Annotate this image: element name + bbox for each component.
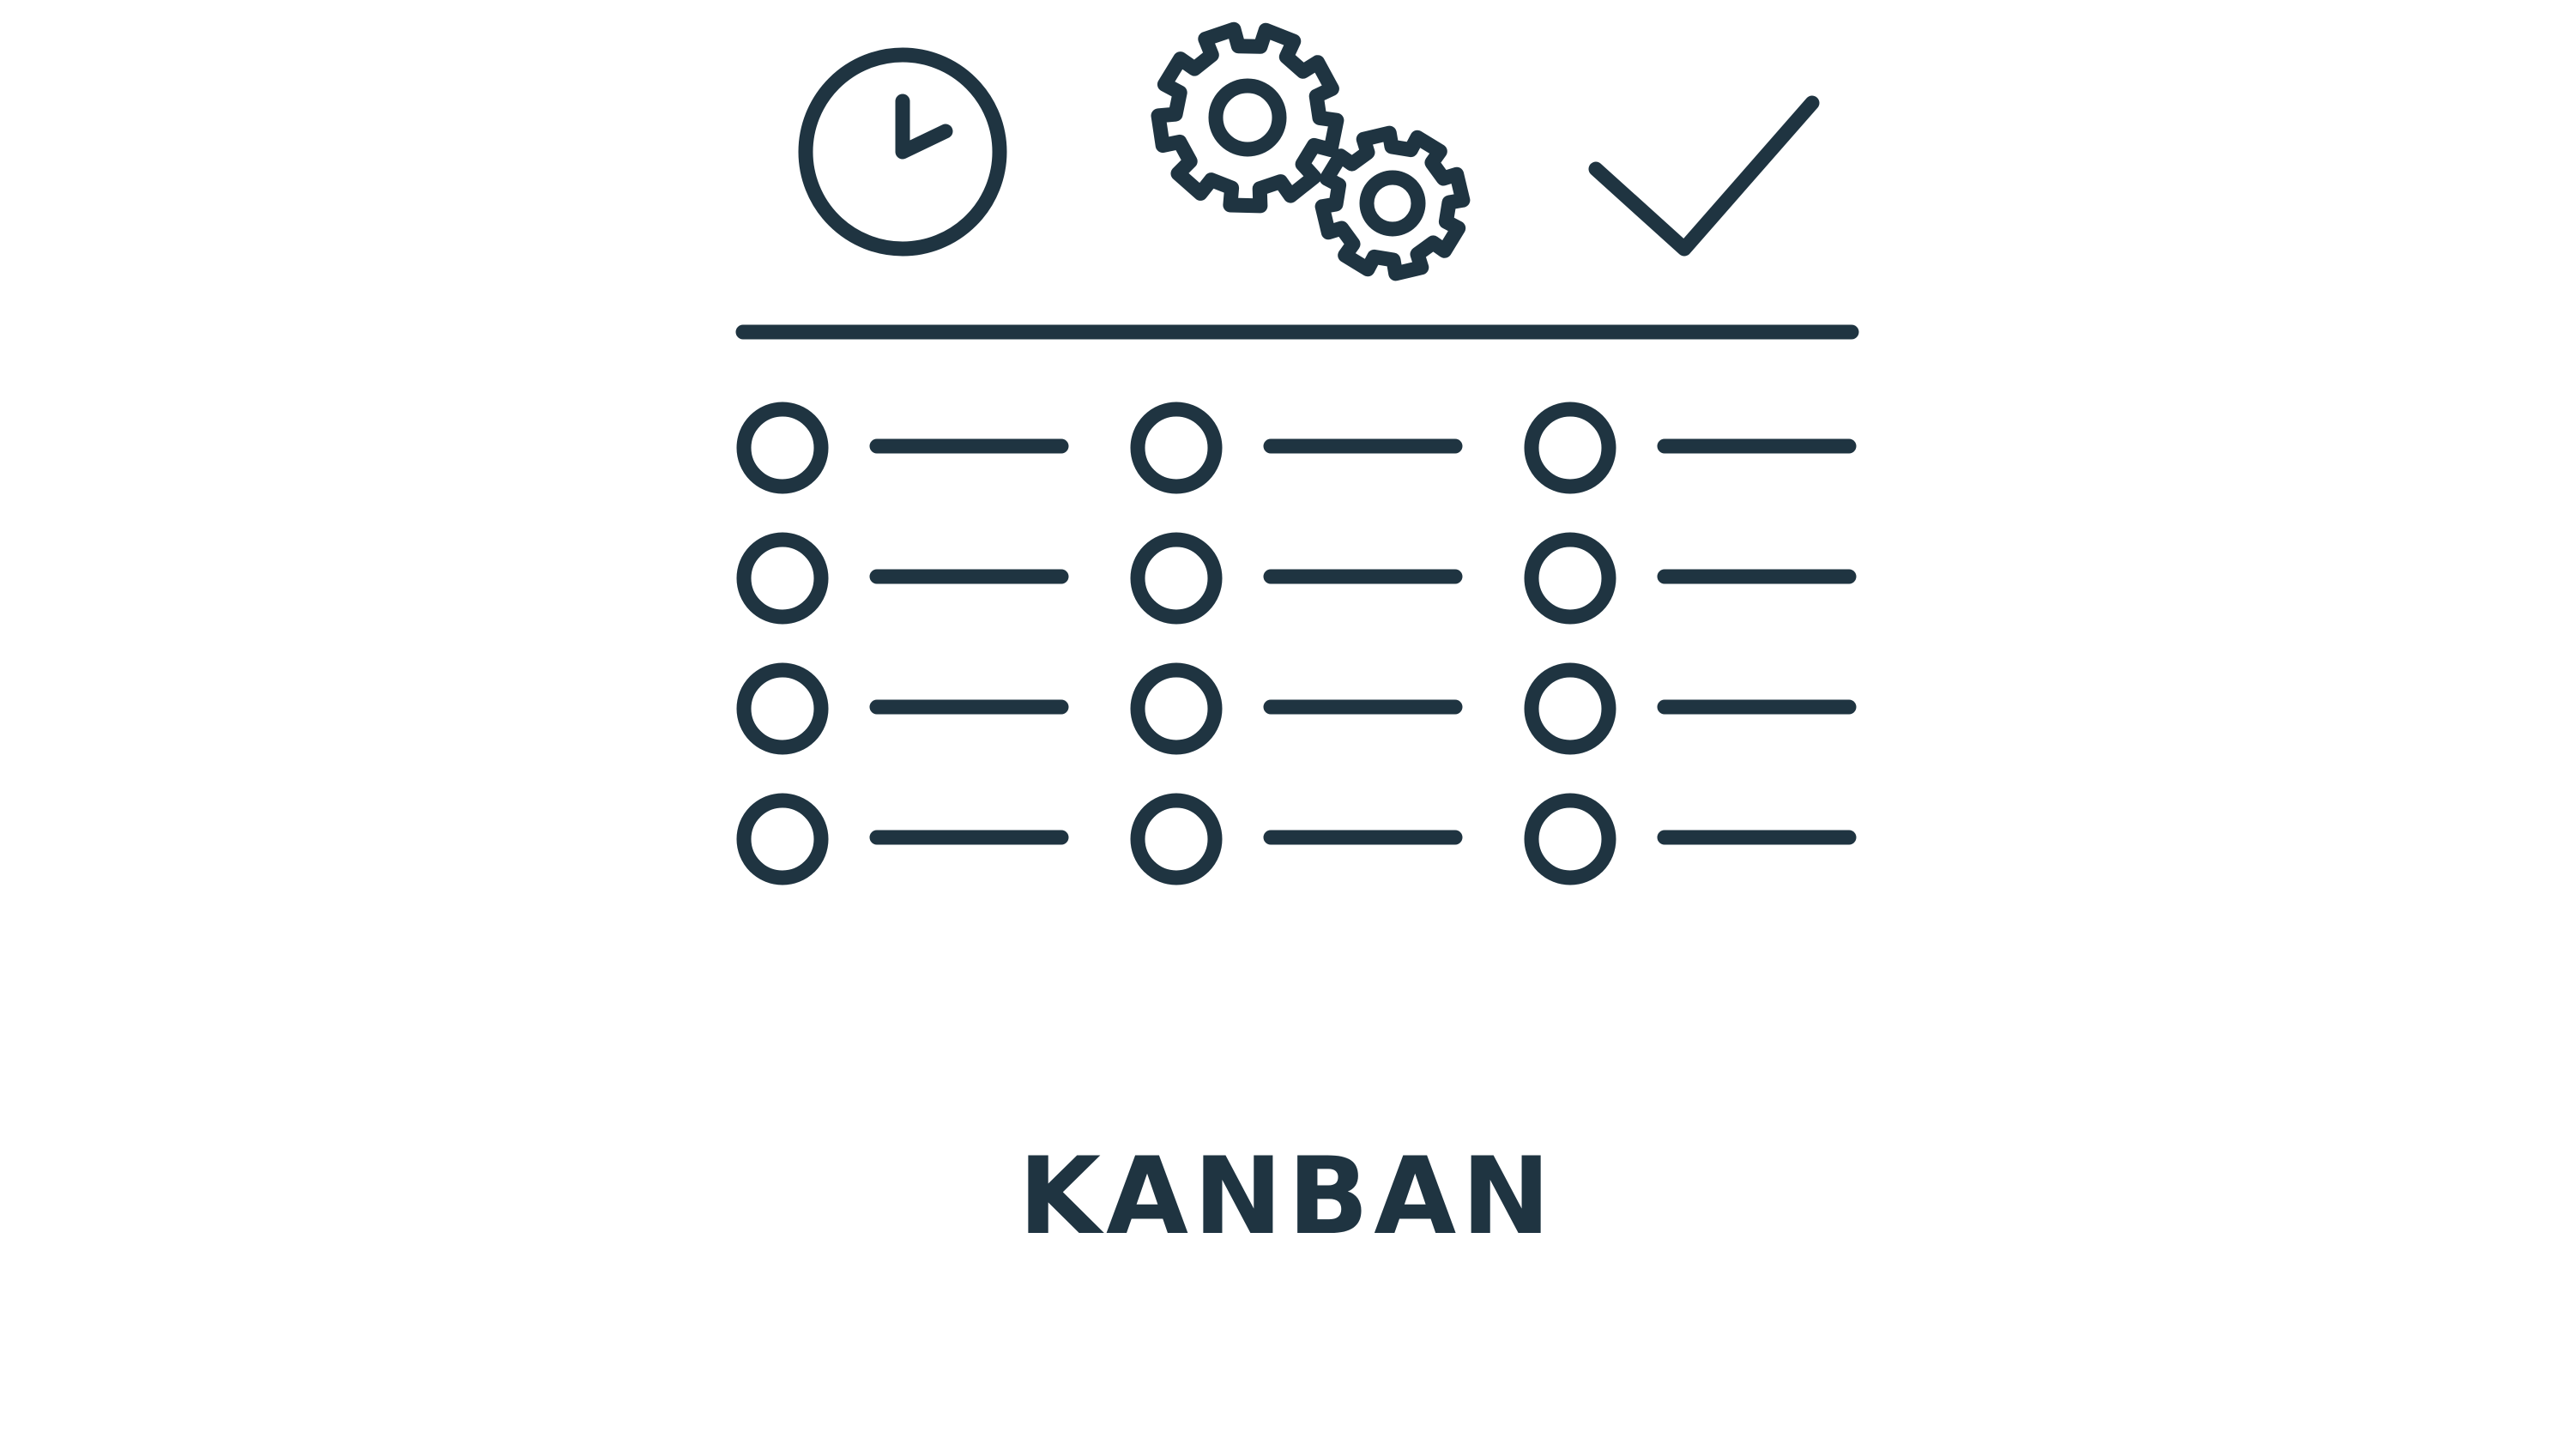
card-bullet bbox=[736, 402, 829, 494]
clock-icon bbox=[798, 47, 1007, 257]
kanban-card bbox=[1130, 532, 1463, 625]
gear-outline bbox=[1314, 125, 1471, 281]
card-bullet bbox=[736, 662, 829, 755]
card-bullet bbox=[1130, 793, 1223, 885]
kanban-card bbox=[1524, 402, 1857, 494]
card-bullet bbox=[1524, 532, 1616, 625]
kanban-card bbox=[1130, 402, 1463, 494]
kanban-card bbox=[1524, 532, 1857, 625]
kanban-card bbox=[1524, 662, 1857, 755]
kanban-card bbox=[1524, 793, 1857, 885]
gear-outline bbox=[1151, 21, 1344, 214]
card-bullet bbox=[1524, 402, 1616, 494]
card-bullet bbox=[1130, 532, 1223, 625]
card-bullet bbox=[736, 532, 829, 625]
card-bullet bbox=[1130, 662, 1223, 755]
kanban-card bbox=[736, 402, 1069, 494]
gear-hub bbox=[1208, 78, 1287, 157]
gear-hub bbox=[1359, 170, 1426, 237]
caption-title: KANBAN bbox=[1018, 1135, 1556, 1259]
card-bullet bbox=[1130, 402, 1223, 494]
card-bullet bbox=[1524, 793, 1616, 885]
kanban-card bbox=[736, 532, 1069, 625]
kanban-card bbox=[1130, 793, 1463, 885]
card-bullet bbox=[1524, 662, 1616, 755]
kanban-card bbox=[1130, 662, 1463, 755]
kanban-card bbox=[736, 662, 1069, 755]
kanban-card bbox=[736, 793, 1069, 885]
checkmark-icon bbox=[1588, 95, 1820, 257]
card-bullet bbox=[736, 793, 829, 885]
kanban-board bbox=[736, 402, 1857, 885]
gears-icon bbox=[1151, 21, 1471, 281]
